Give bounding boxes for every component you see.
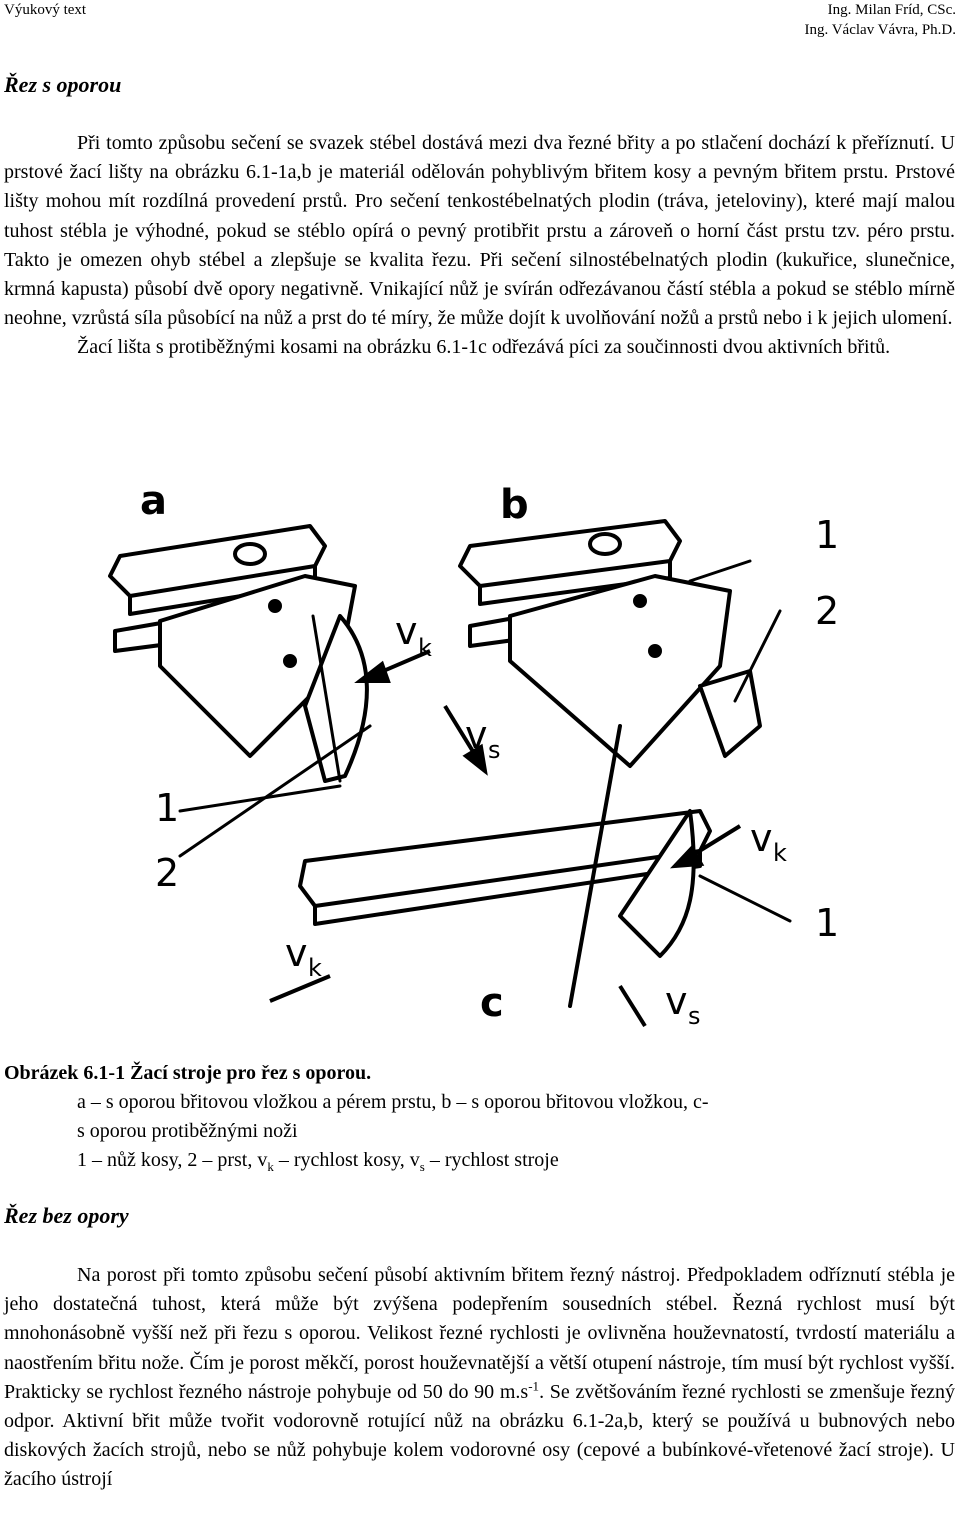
fig-label-c: c bbox=[480, 980, 504, 1026]
fig-label-a: a bbox=[140, 478, 167, 524]
fig-label-1-c: 1 bbox=[815, 901, 839, 945]
section2-paragraph-1: Na porost při tomto způsobu sečení působ… bbox=[4, 1264, 955, 1491]
fig-label-s-a: s bbox=[488, 736, 501, 764]
header-left: Výukový text bbox=[4, 2, 87, 18]
fig-arrow-vk-c2 bbox=[269, 974, 331, 1003]
fig-label-v-k-a: v bbox=[395, 609, 418, 653]
fig-label-v-k-c: v bbox=[750, 816, 773, 860]
fig-label-v-s-a: v bbox=[465, 713, 488, 757]
fig-label-k-c2: k bbox=[308, 954, 322, 982]
fig-a-bolt bbox=[233, 542, 267, 566]
fig-label-k-c: k bbox=[773, 839, 787, 867]
fig-arrow-vs-c bbox=[618, 984, 647, 1028]
section-title-rez-s-oporou: Řez s oporou bbox=[4, 72, 122, 97]
section1-paragraph-2: Žací lišta s protiběžnými kosami na obrá… bbox=[77, 336, 891, 359]
fig-label-1-b: 1 bbox=[815, 513, 839, 557]
figure-caption-title: Obrázek 6.1-1 Žací stroje pro řez s opor… bbox=[4, 1062, 372, 1084]
section-title-rez-bez-opory: Řez bez opory bbox=[4, 1203, 129, 1228]
author-2: Ing. Václav Vávra, Ph.D. bbox=[804, 22, 957, 38]
section2-text: Na porost při tomto způsobu sečení působ… bbox=[4, 1261, 955, 1495]
section1-text: Při tomto způsobu sečení se svazek stébe… bbox=[4, 129, 955, 363]
figure-caption-legend: 1 – nůž kosy, 2 – prst, vk – rychlost ko… bbox=[77, 1149, 559, 1174]
fig-label-1-a: 1 bbox=[155, 786, 179, 830]
figure-caption-line-2: s oporou protiběžnými noži bbox=[77, 1120, 298, 1142]
figure-caption-line-1: a – s oporou břitovou vložkou a pérem pr… bbox=[77, 1091, 709, 1113]
header-authors: Ing. Milan Fríd, CSc. Ing. Václav Vávra,… bbox=[805, 0, 957, 40]
fig-label-v-s-c: v bbox=[665, 979, 688, 1023]
author-1: Ing. Milan Fríd, CSc. bbox=[827, 2, 956, 18]
fig-label-s-c: s bbox=[688, 1002, 701, 1030]
fig-label-v-k-c2: v bbox=[285, 931, 308, 975]
cutter-bar-figure: a b c 1 2 1 2 1 v k v s v k v k v s bbox=[108, 478, 839, 1030]
fig-label-2-a: 2 bbox=[155, 851, 179, 895]
fig-b-plate bbox=[508, 574, 732, 768]
fig-label-b: b bbox=[500, 482, 529, 528]
section1-paragraph-1: Při tomto způsobu sečení se svazek stébe… bbox=[4, 132, 955, 330]
fig-label-k-a: k bbox=[418, 634, 432, 662]
fig-label-2-b: 2 bbox=[815, 589, 839, 633]
